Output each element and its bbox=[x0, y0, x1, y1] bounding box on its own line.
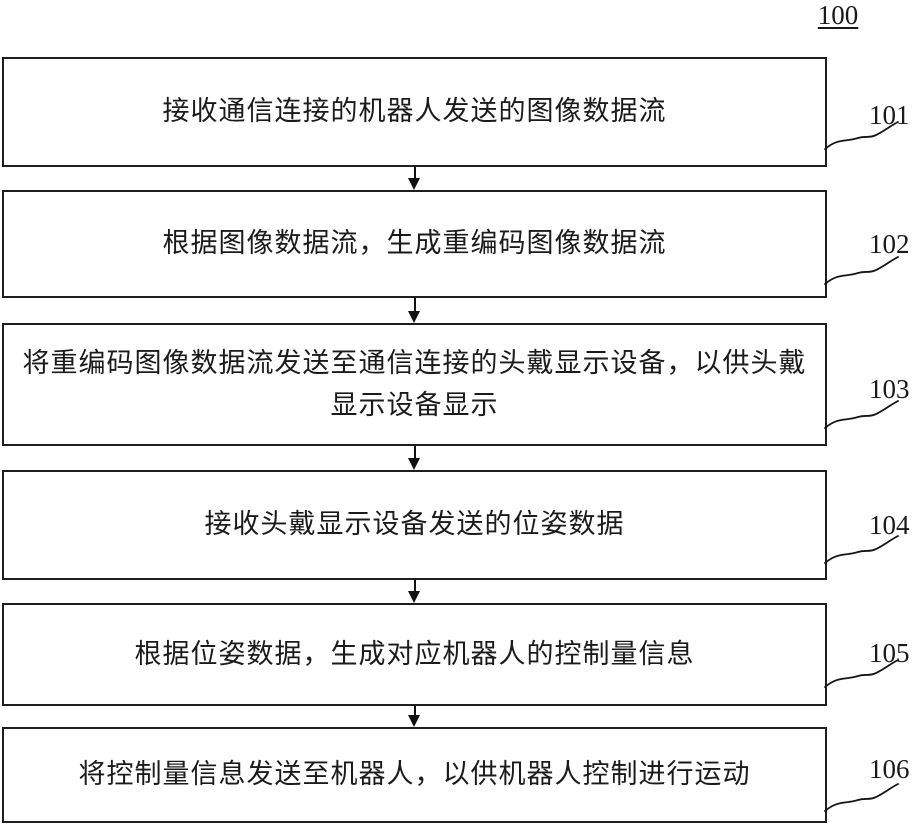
step-box-101: 接收通信连接的机器人发送的图像数据流 bbox=[2, 57, 827, 167]
step-text-102: 根据图像数据流，生成重编码图像数据流 bbox=[162, 228, 667, 259]
step-box-104: 接收头戴显示设备发送的位姿数据 bbox=[2, 470, 827, 580]
step-text-105: 根据位姿数据，生成对应机器人的控制量信息 bbox=[134, 638, 695, 669]
arrow-head-icon bbox=[408, 178, 420, 190]
arrow-shaft bbox=[413, 167, 416, 180]
flow-arrow-103-104 bbox=[408, 446, 421, 470]
arrow-shaft bbox=[413, 446, 416, 460]
leader-line-106 bbox=[824, 783, 899, 812]
step-ref-label-101: 101 bbox=[869, 100, 910, 130]
flow-arrow-104-105 bbox=[408, 580, 421, 603]
arrow-head-icon bbox=[408, 591, 420, 603]
flow-arrow-102-103 bbox=[408, 298, 421, 323]
leader-line-104 bbox=[824, 535, 899, 564]
flow-arrow-105-106 bbox=[408, 706, 421, 727]
step-ref-label-103: 103 bbox=[869, 374, 910, 404]
step-text-106: 将控制量信息发送至机器人，以供机器人控制进行运动 bbox=[78, 759, 751, 790]
step-text-104: 接收头戴显示设备发送的位姿数据 bbox=[204, 509, 625, 540]
step-ref-label-104: 104 bbox=[869, 510, 910, 540]
arrow-head-icon bbox=[408, 311, 420, 323]
arrow-shaft bbox=[413, 298, 416, 313]
arrow-head-icon bbox=[408, 458, 420, 470]
leader-line-102 bbox=[824, 256, 899, 285]
arrow-shaft bbox=[413, 580, 416, 593]
leader-line-101 bbox=[824, 121, 899, 150]
step-box-103: 将重编码图像数据流发送至通信连接的头戴显示设备，以供头戴显示设备显示 bbox=[2, 323, 827, 446]
step-text-103: 将重编码图像数据流发送至通信连接的头戴显示设备，以供头戴显示设备显示 bbox=[22, 347, 807, 420]
arrow-shaft bbox=[413, 706, 416, 717]
step-box-105: 根据位姿数据，生成对应机器人的控制量信息 bbox=[2, 603, 827, 706]
step-ref-label-102: 102 bbox=[869, 229, 910, 259]
step-box-102: 根据图像数据流，生成重编码图像数据流 bbox=[2, 190, 827, 298]
step-text-101: 接收通信连接的机器人发送的图像数据流 bbox=[162, 96, 667, 127]
figure-reference-number: 100 bbox=[817, 0, 859, 30]
step-box-106: 将控制量信息发送至机器人，以供机器人控制进行运动 bbox=[2, 727, 827, 823]
leader-line-105 bbox=[824, 659, 899, 688]
arrow-head-icon bbox=[408, 715, 420, 727]
step-ref-label-105: 105 bbox=[869, 638, 910, 668]
flow-arrow-101-102 bbox=[408, 167, 421, 190]
step-ref-label-106: 106 bbox=[869, 754, 910, 784]
leader-line-103 bbox=[824, 400, 899, 429]
